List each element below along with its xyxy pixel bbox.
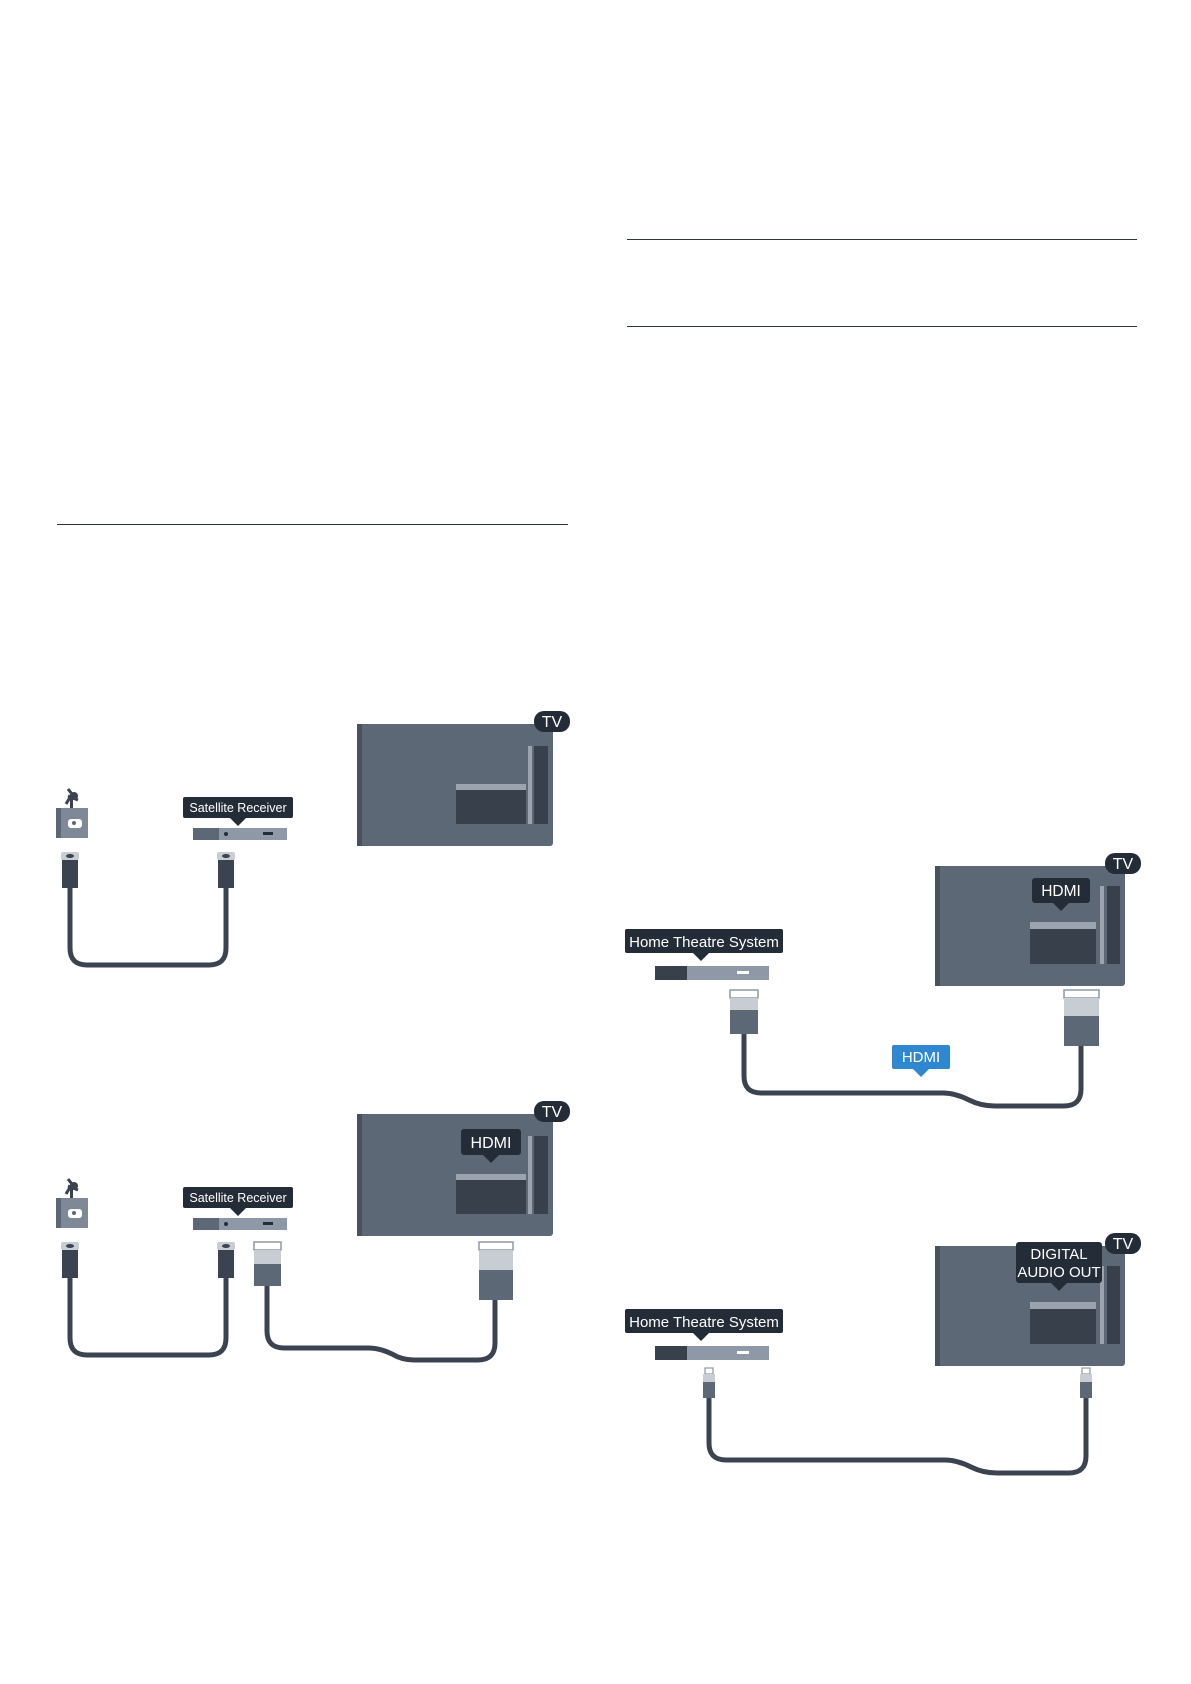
tv-badge-text: TV	[542, 1104, 563, 1121]
hdmi-cable-label: HDMI	[892, 1045, 950, 1077]
tv-hdmi-port-label: HDMI	[1032, 878, 1090, 911]
hdmi-cable	[729, 989, 1100, 1109]
tv-badge-text: TV	[1113, 1236, 1134, 1253]
home-theatre-hdmi-diagram: TV HDMI Home Theatre System HDMI	[625, 853, 1141, 1109]
antenna-wall-socket	[56, 808, 88, 838]
satellite-dish-icon	[64, 788, 79, 808]
tv-icon	[357, 1114, 553, 1236]
home-theatre-label-text: Home Theatre System	[629, 1314, 779, 1331]
tv-hdmi-port-label: HDMI	[461, 1129, 521, 1163]
satellite-dish-icon	[64, 1178, 79, 1198]
satellite-receiver-label-text: Satellite Receiver	[189, 801, 286, 815]
antenna-cable	[61, 852, 235, 968]
satellite-receiver-label: Satellite Receiver	[183, 797, 293, 826]
satellite-receiver-device	[193, 1218, 287, 1230]
section-rule-mid-right	[627, 326, 1137, 327]
tv-icon	[357, 724, 553, 846]
tv-badge: TV	[1105, 853, 1141, 874]
satellite-receiver-label-text: Satellite Receiver	[189, 1191, 286, 1205]
section-rule-left	[57, 524, 568, 525]
tv-digital-audio-out-label-line1: DIGITAL	[1030, 1246, 1087, 1263]
optical-audio-cable	[703, 1367, 1092, 1476]
home-theatre-device	[655, 1346, 769, 1360]
tv-hdmi-port-label-text: HDMI	[1041, 883, 1081, 900]
hdmi-cable	[253, 1241, 514, 1363]
satellite-antenna-diagram: TV Satellite Receiver	[56, 711, 570, 968]
tv-digital-audio-out-label-line2: AUDIO OUT	[1017, 1264, 1100, 1281]
home-theatre-label: Home Theatre System	[625, 929, 783, 961]
antenna-cable	[61, 1242, 235, 1358]
tv-badge: TV	[1105, 1233, 1141, 1254]
antenna-wall-socket	[56, 1198, 88, 1228]
tv-digital-audio-out-label: DIGITAL AUDIO OUT	[1016, 1242, 1102, 1291]
tv-badge: TV	[534, 711, 570, 732]
tv-badge-text: TV	[542, 714, 563, 731]
satellite-hdmi-diagram: TV HDMI Satellite Receiver	[56, 1101, 570, 1363]
home-theatre-optical-diagram: TV DIGITAL AUDIO OUT Home Theatre System	[625, 1233, 1141, 1476]
section-rule-top-right	[627, 239, 1137, 240]
tv-hdmi-port-label-text: HDMI	[471, 1135, 512, 1152]
tv-badge-text: TV	[1113, 856, 1134, 873]
satellite-receiver-device	[193, 828, 287, 840]
home-theatre-label-text: Home Theatre System	[629, 934, 779, 951]
home-theatre-device	[655, 966, 769, 980]
home-theatre-label: Home Theatre System	[625, 1309, 783, 1341]
tv-icon	[935, 866, 1125, 986]
hdmi-cable-label-text: HDMI	[902, 1049, 940, 1066]
satellite-receiver-label: Satellite Receiver	[183, 1187, 293, 1216]
tv-badge: TV	[534, 1101, 570, 1122]
